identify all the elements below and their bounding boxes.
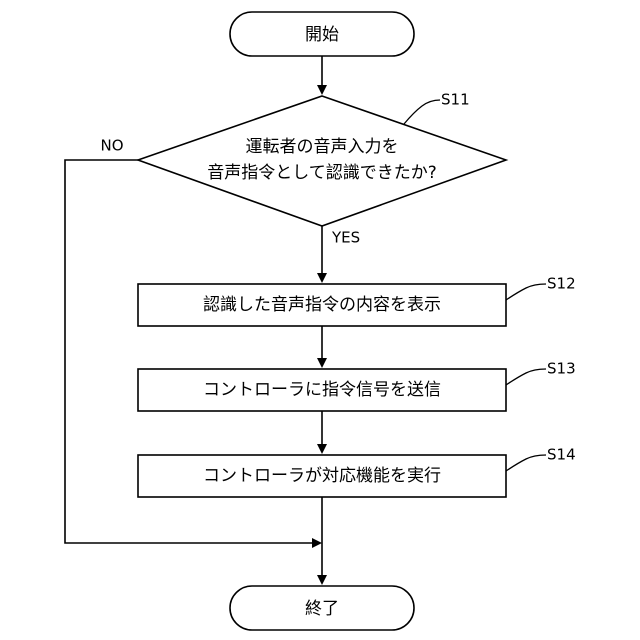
decision-text-line2: 音声指令として認識できたか? (207, 163, 437, 183)
step-s14: コントローラが対応機能を実行 (138, 455, 506, 497)
step-s12: 認識した音声指令の内容を表示 (138, 284, 506, 326)
decision-shape (138, 96, 506, 226)
s12-tag: S12 (547, 275, 576, 293)
start-label: 開始 (305, 25, 339, 45)
s11-leader (404, 100, 440, 124)
no-label: NO (100, 137, 123, 155)
s12-leader (506, 284, 546, 300)
end-terminator: 終了 (230, 586, 414, 630)
step-s14-label: コントローラが対応機能を実行 (203, 466, 441, 486)
s14-leader (506, 455, 546, 471)
decision-text-line1: 運転者の音声入力を (246, 137, 399, 157)
end-label: 終了 (305, 599, 339, 619)
s11-tag: S11 (441, 91, 470, 109)
s13-leader (506, 369, 546, 385)
decision-s11: 運転者の音声入力を 音声指令として認識できたか? (138, 96, 506, 226)
s13-tag: S13 (547, 360, 576, 378)
yes-label: YES (331, 229, 360, 247)
step-s13: コントローラに指令信号を送信 (138, 369, 506, 411)
s14-tag: S14 (547, 446, 576, 464)
step-s12-label: 認識した音声指令の内容を表示 (203, 295, 441, 315)
step-s13-label: コントローラに指令信号を送信 (203, 380, 441, 400)
start-terminator: 開始 (230, 12, 414, 56)
